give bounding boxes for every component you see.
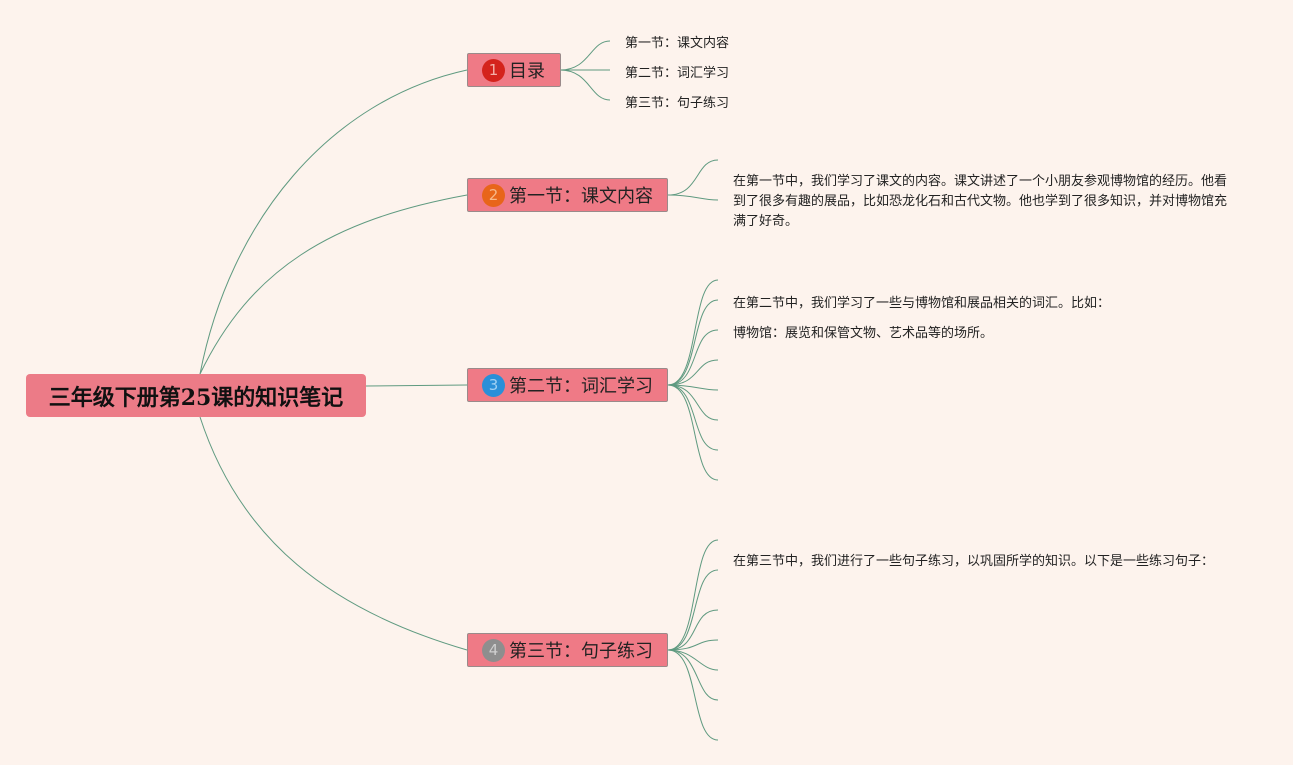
number-badge-1: 1 [482,58,505,82]
number-badge-4: 4 [482,638,505,662]
topic-section-3[interactable]: 4 第三节：句子练习 [467,633,668,667]
toc-item-2[interactable]: 第二节：词汇学习 [625,66,730,81]
root-node[interactable]: 三年级下册第25课的知识笔记 [26,374,366,417]
number-badge-3: 3 [482,373,505,397]
topic-label: 第三节：句子练习 [509,641,653,662]
section2-vocab-item: 博物馆：展览和保管文物、艺术品等的场所。 [733,326,994,341]
topic-label: 第一节：课文内容 [509,186,653,207]
topic-section-2[interactable]: 3 第二节：词汇学习 [467,368,668,402]
toc-item-1[interactable]: 第一节：课文内容 [625,36,730,51]
section1-text: 在第一节中，我们学习了课文的内容。课文讲述了一个小朋友参观博物馆的经历。他看到了… [733,174,1228,229]
topic-toc[interactable]: 1 目录 [467,53,561,87]
topic-label: 第二节：词汇学习 [509,376,653,397]
topic-label: 目录 [509,61,545,82]
section2-intro: 在第二节中，我们学习了一些与博物馆和展品相关的词汇。比如： [733,296,1111,311]
section3-intro: 在第三节中，我们进行了一些句子练习，以巩固所学的知识。以下是一些练习句子： [733,554,1215,569]
topic-section-1[interactable]: 2 第一节：课文内容 [467,178,668,212]
number-badge-2: 2 [482,183,505,207]
toc-item-3[interactable]: 第三节：句子练习 [625,96,730,111]
